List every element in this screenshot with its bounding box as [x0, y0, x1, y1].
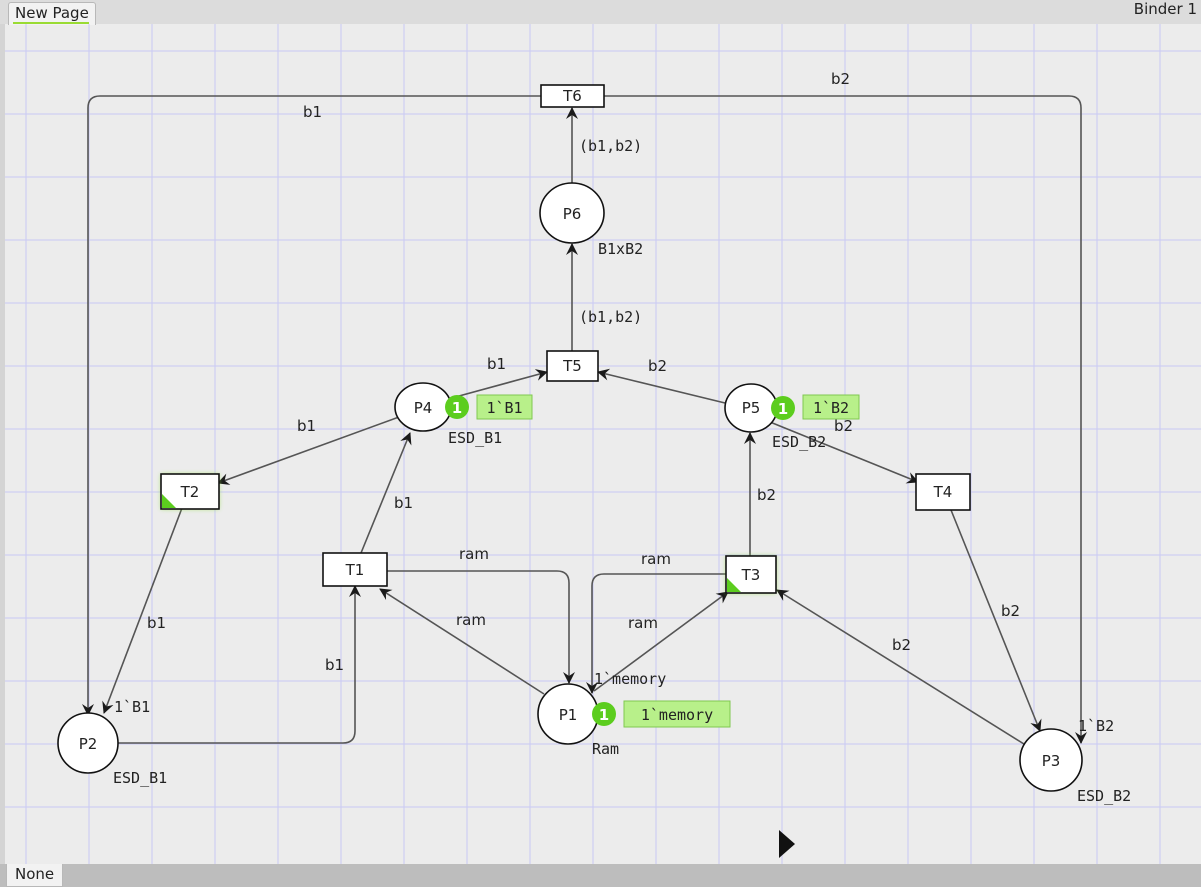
arc-label-t4-p3[interactable]: b2 — [1001, 602, 1020, 620]
arc-t1-p4[interactable] — [360, 432, 412, 554]
place-p1-initial-marking[interactable]: 1`memory — [594, 670, 666, 688]
current-marking-p1-box — [623, 700, 731, 728]
place-p2-label: P2 — [79, 735, 98, 753]
simulation-play-icon[interactable] — [779, 830, 795, 858]
arc-p1-t3[interactable] — [593, 591, 729, 692]
arc-t6-p2[interactable] — [82, 95, 541, 716]
arcs — [82, 95, 1087, 745]
left-panel-edge — [0, 24, 5, 864]
transition-t1[interactable]: T1 — [322, 552, 388, 587]
tab-new-page-label: New Page — [15, 4, 89, 22]
arc-label-t5-p6[interactable]: (b1,b2) — [579, 308, 642, 326]
transition-t6[interactable]: T6 — [540, 84, 605, 108]
arc-label-p1-t1[interactable]: ram — [456, 611, 486, 629]
petri-net-diagram: b1 b2 (b1,b2) (b1,b2) b1 b2 b1 b1 b2 b2 … — [5, 24, 1201, 864]
current-marking-p5-box — [802, 394, 860, 420]
tab-new-page[interactable]: New Page — [8, 2, 96, 25]
arc-p4-t2[interactable] — [217, 416, 400, 485]
transition-t3-label: T3 — [741, 566, 761, 584]
arc-label-p2-t1[interactable]: b1 — [325, 656, 344, 674]
arc-label-t2-p2[interactable]: b1 — [147, 614, 166, 632]
arc-p1-t1[interactable] — [379, 588, 545, 695]
binder-label: Binder 1 — [1133, 0, 1197, 18]
arc-p2-t1[interactable] — [118, 585, 361, 744]
arc-t3-p1[interactable] — [586, 573, 726, 694]
current-marking-p1: 1`memory — [641, 706, 713, 724]
arc-label-p3-t3[interactable]: b2 — [892, 636, 911, 654]
transition-t1-label: T1 — [345, 561, 365, 579]
place-p2-type[interactable]: ESD_B1 — [113, 769, 167, 787]
place-p6-label: P6 — [563, 205, 582, 223]
current-marking-p5: 1`B2 — [813, 399, 849, 417]
place-p5[interactable]: P5 ESD_B2 — [724, 383, 826, 451]
transition-t2-label: T2 — [180, 483, 200, 501]
current-marking-p4: 1`B1 — [486, 399, 522, 417]
arc-t6-p3[interactable] — [604, 95, 1087, 744]
arc-label-p6-t6[interactable]: (b1,b2) — [579, 137, 642, 155]
marking-p5[interactable]: 1 1`B2 — [771, 394, 860, 420]
token-count-p1 — [592, 702, 616, 726]
arc-t4-p3[interactable] — [950, 509, 1042, 732]
current-marking-p4-box — [476, 394, 533, 420]
place-p2[interactable]: P2 1`B1 ESD_B1 — [57, 698, 167, 787]
place-p2-initial-marking[interactable]: 1`B1 — [114, 698, 150, 716]
place-p4[interactable]: P4 ESD_B1 — [394, 382, 502, 447]
token-count-p5 — [771, 396, 795, 420]
tab-none[interactable]: None — [6, 864, 64, 887]
arc-label-p5-t5[interactable]: b2 — [648, 357, 667, 375]
arc-inscriptions: b1 b2 (b1,b2) (b1,b2) b1 b2 b1 b1 b2 b2 … — [147, 70, 1020, 674]
bottom-tab-bar: None — [0, 864, 1201, 887]
place-p1[interactable]: P1 1`memory Ram — [537, 670, 666, 758]
token-count-p5-label: 1 — [778, 400, 788, 418]
arc-t2-p2[interactable] — [102, 507, 183, 714]
place-p3-label: P3 — [1042, 752, 1061, 770]
arc-label-t6-p2[interactable]: b1 — [303, 103, 322, 121]
tab-none-label: None — [15, 865, 55, 883]
token-count-p1-label: 1 — [599, 706, 609, 724]
place-p5-type[interactable]: ESD_B2 — [772, 433, 826, 451]
place-p3-initial-marking[interactable]: 1`B2 — [1078, 717, 1114, 735]
transition-t5-label: T5 — [562, 357, 582, 375]
arc-label-t1-p4[interactable]: b1 — [394, 494, 413, 512]
page-tab-bar: New Page Binder 1 — [0, 0, 1201, 25]
token-count-p4 — [445, 395, 469, 419]
arc-label-p1-t3[interactable]: ram — [628, 614, 658, 632]
transition-t6-label: T6 — [562, 87, 582, 105]
arc-label-p4-t2[interactable]: b1 — [297, 417, 316, 435]
net-canvas[interactable]: b1 b2 (b1,b2) (b1,b2) b1 b2 b1 b1 b2 b2 … — [5, 24, 1201, 864]
place-p3-type[interactable]: ESD_B2 — [1077, 787, 1131, 805]
arc-label-p5-t4[interactable]: b2 — [834, 417, 853, 435]
place-p6[interactable]: P6 B1xB2 — [539, 182, 643, 258]
arc-p3-t3[interactable] — [776, 589, 1025, 745]
place-p4-label: P4 — [414, 399, 433, 417]
transition-t3[interactable]: T3 — [725, 555, 777, 594]
arc-label-p4-t5[interactable]: b1 — [487, 355, 506, 373]
marking-p1[interactable]: 1 1`memory — [592, 700, 731, 728]
place-p3[interactable]: P3 1`B2 ESD_B2 — [1019, 717, 1131, 805]
arc-label-t3-p1[interactable]: ram — [641, 550, 671, 568]
arc-label-t6-p3[interactable]: b2 — [831, 70, 850, 88]
transition-t4[interactable]: T4 — [915, 473, 971, 511]
marking-p4[interactable]: 1 1`B1 — [445, 394, 533, 420]
arc-t1-p1[interactable] — [387, 570, 575, 684]
place-p1-type[interactable]: Ram — [592, 740, 619, 758]
transition-t5[interactable]: T5 — [546, 350, 599, 382]
place-p4-type[interactable]: ESD_B1 — [448, 429, 502, 447]
token-count-p4-label: 1 — [452, 399, 462, 417]
place-p6-type[interactable]: B1xB2 — [598, 240, 643, 258]
tab-active-indicator — [13, 22, 89, 24]
arc-label-t3-p5[interactable]: b2 — [757, 486, 776, 504]
place-p5-label: P5 — [742, 399, 761, 417]
transition-t4-label: T4 — [933, 483, 953, 501]
place-p1-label: P1 — [559, 706, 578, 724]
arc-p5-t4[interactable] — [769, 421, 919, 484]
arc-p5-t5[interactable] — [597, 368, 726, 404]
transition-t2[interactable]: T2 — [160, 473, 220, 510]
arc-label-t1-p1[interactable]: ram — [459, 545, 489, 563]
arc-p4-t5[interactable] — [447, 369, 548, 400]
